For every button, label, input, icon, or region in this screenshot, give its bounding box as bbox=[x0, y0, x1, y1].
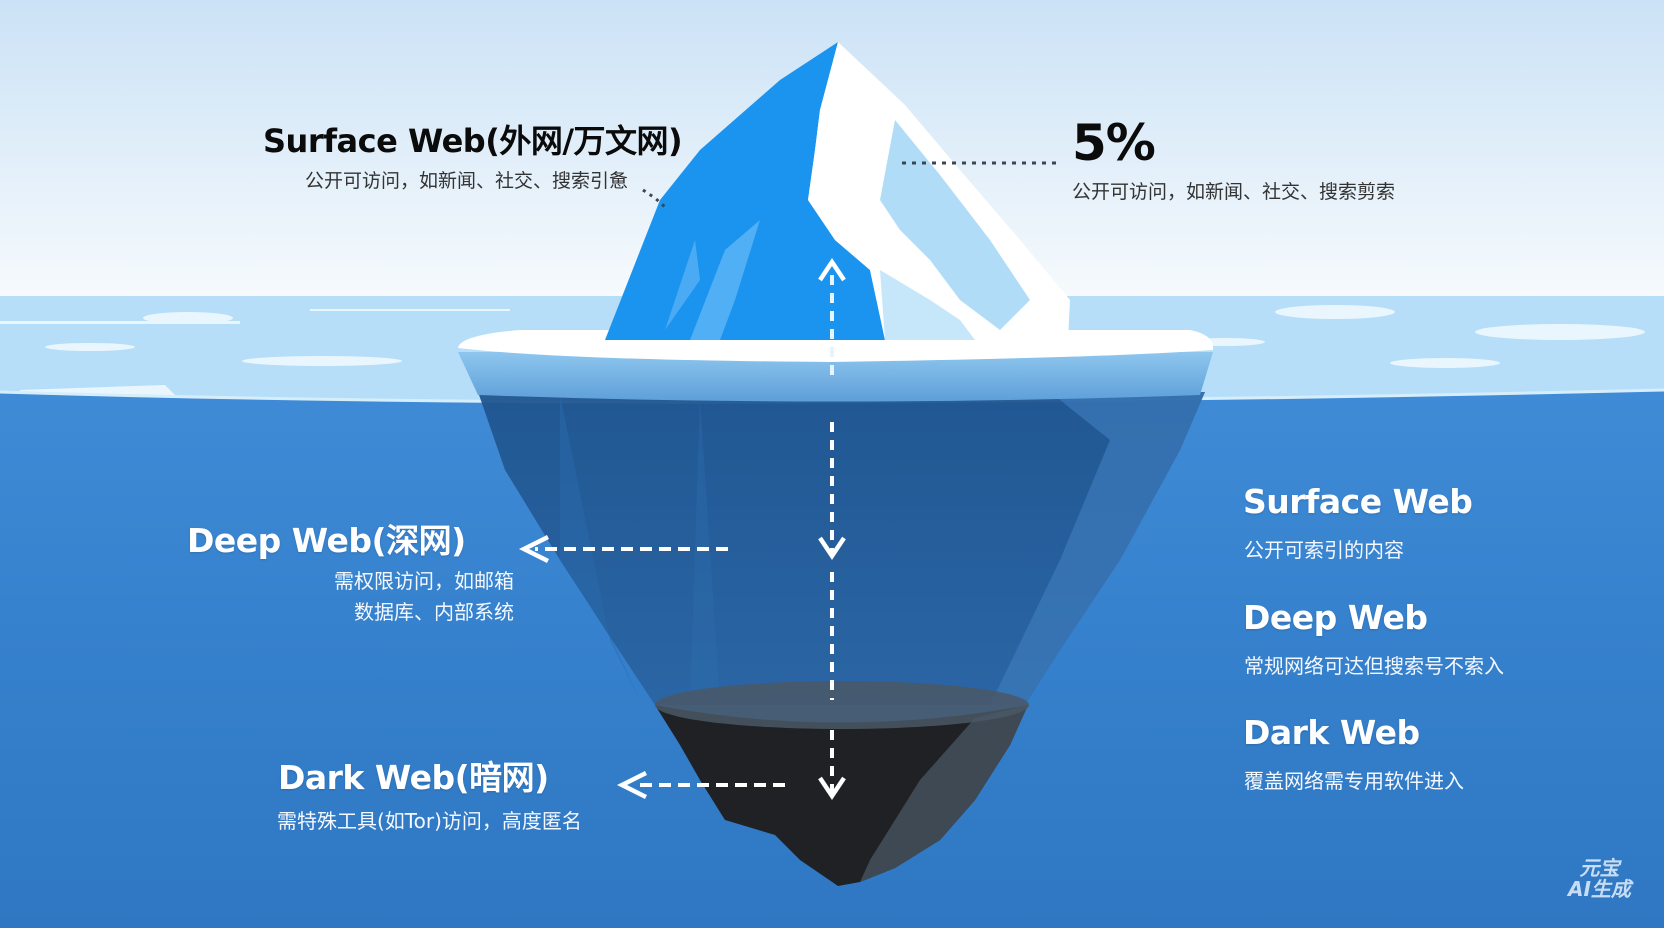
legend-item-dark-web-title: Dark Web bbox=[1243, 713, 1420, 752]
surface-web-title: Surface Web(外网/万文网) bbox=[263, 122, 683, 160]
submerged-ice bbox=[478, 392, 1205, 705]
dark-web-title: Dark Web(暗网) bbox=[278, 758, 549, 797]
deep-web-title: Deep Web(深网) bbox=[187, 521, 466, 560]
legend-item-dark-web-description: 覆盖网络需专用软件进入 bbox=[1244, 769, 1464, 793]
legend-item-surface-web-description: 公开可索引的内容 bbox=[1244, 538, 1404, 562]
dark-web-leader-arrow bbox=[616, 770, 785, 800]
deep-web-subtitle-line1: 需权限访问，如邮箱 bbox=[334, 569, 514, 593]
dark-web-core-top bbox=[655, 681, 1029, 729]
ice-peak-highlight bbox=[690, 220, 760, 340]
dark-web-core-right-facet bbox=[860, 705, 1028, 882]
vertical-arrow-down bbox=[818, 422, 846, 801]
watermark-line2: AI生成 bbox=[1568, 877, 1631, 901]
dark-web-subtitle: 需特殊工具(如Tor)访问，高度匿名 bbox=[277, 809, 582, 833]
vertical-arrow-up bbox=[818, 257, 846, 375]
watermark-line1: 元宝 bbox=[1579, 856, 1620, 880]
percentage-value: 5% bbox=[1072, 114, 1156, 172]
percentage-subtitle: 公开可访问，如新闻、社交、搜索剪索 bbox=[1072, 181, 1396, 203]
legend-item-surface-web-title: Surface Web bbox=[1243, 482, 1473, 521]
ice-peak-shadow bbox=[880, 120, 1030, 330]
ice-slab-side bbox=[458, 352, 1213, 402]
surface-web-subtitle: 公开可访问，如新闻、社交、搜索引惫 bbox=[305, 170, 629, 192]
deep-web-leader-arrow bbox=[518, 534, 728, 564]
legend-item-deep-web-title: Deep Web bbox=[1243, 598, 1428, 637]
submerged-ice-right-facet bbox=[990, 392, 1205, 705]
legend-item-deep-web-description: 常规网络可达但搜索号不索入 bbox=[1244, 654, 1504, 678]
ice-flecks bbox=[0, 305, 1645, 400]
ai-generated-watermark: 元宝 AI生成 bbox=[1568, 858, 1631, 900]
deep-web-subtitle-line2: 数据库、内部系统 bbox=[354, 600, 514, 624]
ice-peak-blue bbox=[605, 42, 885, 340]
